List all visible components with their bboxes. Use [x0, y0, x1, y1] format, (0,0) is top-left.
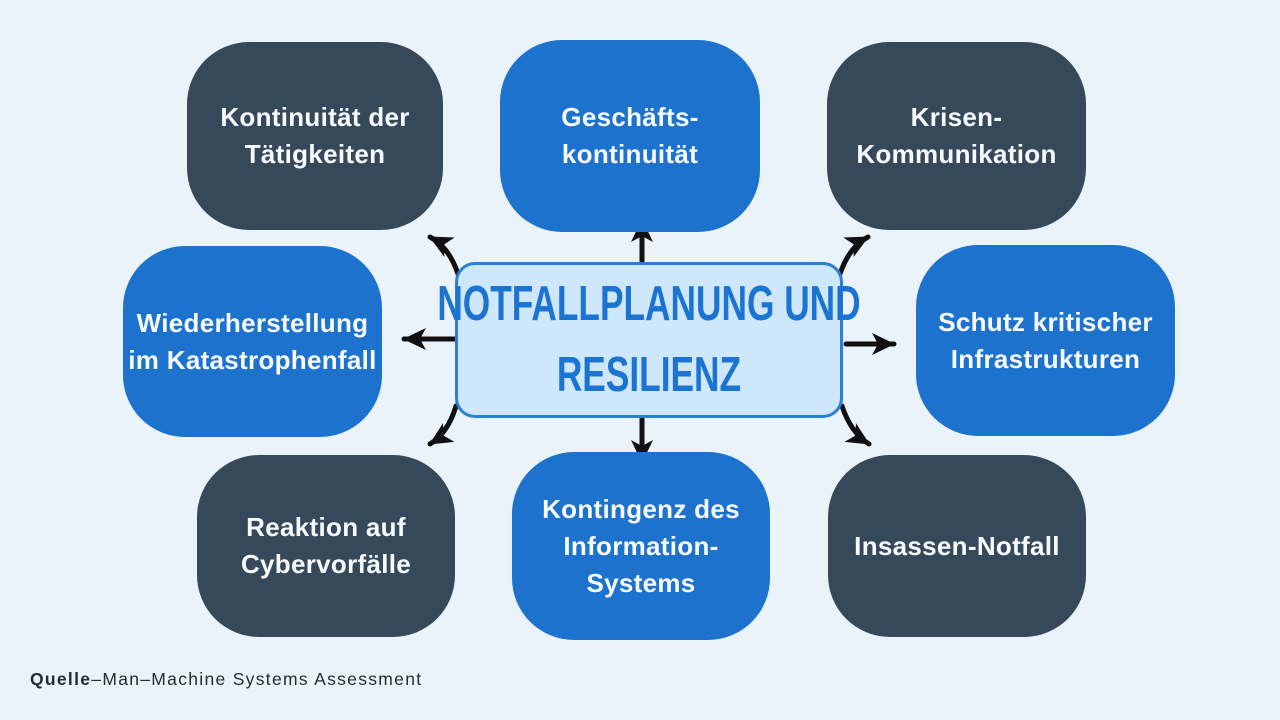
node-label: Wiederherstellung im Katastrophenfall: [128, 307, 377, 375]
node-label: Geschäfts- kontinuität: [561, 102, 699, 169]
node-insassen-notfall: Insassen-Notfall: [828, 455, 1086, 637]
diagram-title-line-2: RESILIENZ: [556, 348, 742, 402]
node-krisen-kommunikation: Krisen- Kommunikation: [827, 42, 1086, 230]
node-geschaeftskontinuitaet: Geschäfts- kontinuität: [500, 40, 760, 232]
node-label: Kontingenz des Information- Systems: [542, 493, 740, 598]
node-label: Insassen-Notfall: [854, 530, 1060, 561]
node-wiederherstellung-im-katastrophenfall: Wiederherstellung im Katastrophenfall: [123, 246, 382, 437]
node-reaktion-auf-cybervorfaelle: Reaktion auf Cybervorfälle: [197, 455, 455, 637]
node-label: Schutz kritischer Infrastrukturen: [938, 306, 1153, 374]
source-text: –Man–Machine Systems Assessment: [91, 669, 423, 689]
arrow-to-bottom-right: [839, 403, 872, 447]
node-label: Reaktion auf Cybervorfälle: [240, 512, 412, 579]
arrow-to-bottom-left: [427, 403, 459, 447]
source-label: Quelle: [30, 669, 92, 689]
source-caption: Quelle–Man–Machine Systems Assessment: [30, 669, 422, 690]
node-label: Krisen- Kommunikation: [856, 102, 1057, 169]
center-title-box: NOTFALLPLANUNG UND RESILIENZ: [437, 262, 861, 418]
node-label: Kontinuität der Tätigkeiten: [220, 102, 410, 169]
node-kontingenz-des-information-systems: Kontingenz des Information- Systems: [512, 452, 770, 640]
diagram-title-line-1: NOTFALLPLANUNG UND: [437, 277, 861, 331]
node-schutz-kritischer-infrastrukturen: Schutz kritischer Infrastrukturen: [916, 245, 1175, 436]
node-kontinuitaet-der-taetigkeiten: Kontinuität der Tätigkeiten: [187, 42, 443, 230]
